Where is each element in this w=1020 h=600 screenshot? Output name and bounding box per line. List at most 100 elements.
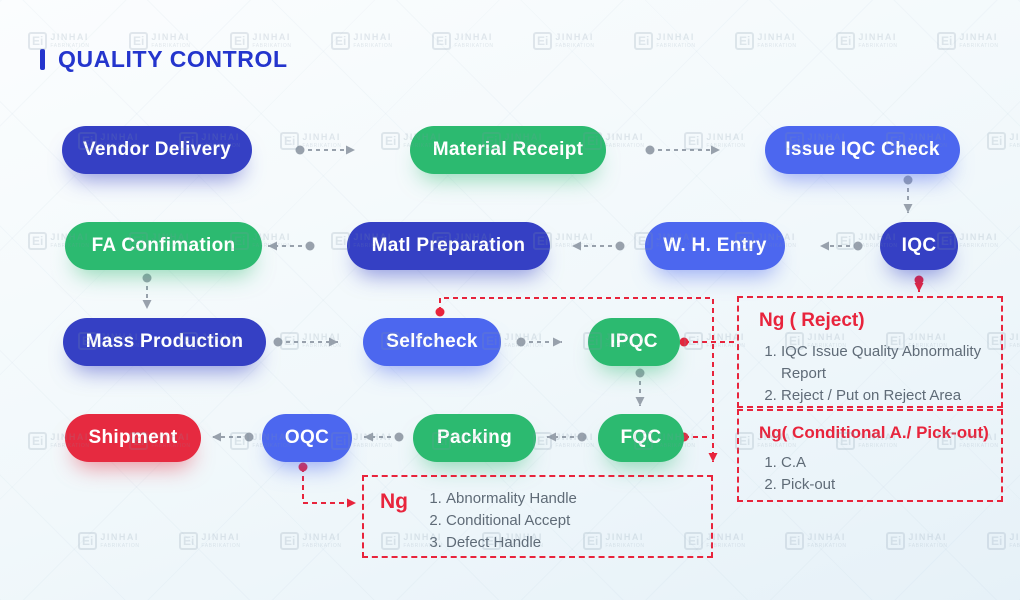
watermark-line2: FABRIKATION xyxy=(353,442,393,449)
node-iqc: IQC xyxy=(880,222,958,270)
watermark-line1: JINHAI xyxy=(302,531,341,542)
watermark-line1: JINHAI xyxy=(1009,131,1020,142)
connector-massprod-to-selfcheck xyxy=(273,337,338,347)
watermark-logo: Ei xyxy=(230,432,250,451)
watermark-line2: FABRIKATION xyxy=(858,42,898,49)
watermark-line1: JINHAI xyxy=(50,31,89,42)
ng-box-title: Ng ( Reject) xyxy=(759,310,865,331)
connector-material-to-issueiqc xyxy=(645,145,720,155)
watermark-logo: Ei xyxy=(836,232,856,251)
watermark-line1: JINHAI xyxy=(100,531,139,542)
watermark-line1: JINHAI xyxy=(201,531,240,542)
watermark-line1: JINHAI xyxy=(908,531,947,542)
watermark-logo: Ei xyxy=(280,332,300,351)
connector-matlprep-to-faconf xyxy=(268,241,315,251)
watermark-line2: FABRIKATION xyxy=(757,42,797,49)
ng-box-ng-conditional: Ng( Conditional A./ Pick-out) C.APick-out xyxy=(737,409,1003,502)
watermark-line2: FABRIKATION xyxy=(807,542,847,549)
connector-faconf-to-massprod xyxy=(142,273,152,309)
watermark-line2: FABRIKATION xyxy=(504,342,544,349)
ng-box-item: Pick-out xyxy=(781,474,989,496)
ng-box-ng-handle: NgAbnormality HandleConditional AcceptDe… xyxy=(362,475,713,558)
watermark-logo: Ei xyxy=(28,432,48,451)
watermark-logo: Ei xyxy=(684,332,704,351)
watermark-logo: Ei xyxy=(785,532,805,551)
watermark-logo: Ei xyxy=(987,532,1007,551)
ng-box-item: IQC Issue Quality Abnormality Report xyxy=(781,341,989,385)
ng-box-ng-reject: Ng ( Reject) IQC Issue Quality Abnormalit… xyxy=(737,296,1003,408)
watermark-logo: Ei xyxy=(280,532,300,551)
watermark-line2: FABRIKATION xyxy=(302,342,342,349)
watermark-logo: Ei xyxy=(634,32,654,51)
watermark-line1: JINHAI xyxy=(605,131,644,142)
watermark-line2: FABRIKATION xyxy=(706,142,746,149)
connector-whentry-to-matlprep xyxy=(572,241,625,251)
ng-box-items: Abnormality HandleConditional AcceptDefe… xyxy=(424,488,577,553)
watermark-line1: JINHAI xyxy=(302,331,341,342)
watermark-line1: JINHAI xyxy=(807,531,846,542)
node-fqc: FQC xyxy=(598,414,684,462)
watermark-line2: FABRIKATION xyxy=(1009,342,1020,349)
watermark-line2: FABRIKATION xyxy=(555,42,595,49)
node-oqc: OQC xyxy=(262,414,352,462)
watermark-line1: JINHAI xyxy=(959,31,998,42)
watermark-line2: FABRIKATION xyxy=(555,442,595,449)
connector-iqc-to-ng-reject xyxy=(914,275,924,292)
watermark-line1: JINHAI xyxy=(1009,531,1020,542)
watermark-line1: JINHAI xyxy=(959,231,998,242)
ng-box-items: IQC Issue Quality Abnormality ReportReje… xyxy=(759,341,989,406)
watermark-logo: Ei xyxy=(432,32,452,51)
title-accent-bar xyxy=(40,49,45,70)
watermark-line2: FABRIKATION xyxy=(959,42,999,49)
watermark-logo: Ei xyxy=(987,132,1007,151)
watermark-logo: Ei xyxy=(78,532,98,551)
connector-selfcheck-to-ipqc xyxy=(516,337,562,347)
connector-ipqc-to-ng-reject xyxy=(679,337,735,347)
watermark-logo: Ei xyxy=(836,32,856,51)
watermark-line1: JINHAI xyxy=(353,31,392,42)
node-matl-preparation: Matl Preparation xyxy=(347,222,550,270)
page-title: QUALITY CONTROL xyxy=(58,46,288,72)
watermark-line1: JINHAI xyxy=(504,331,543,342)
watermark-line1: JINHAI xyxy=(555,231,594,242)
connector-ipqc-to-fqc xyxy=(635,368,645,406)
watermark-line2: FABRIKATION xyxy=(959,242,999,249)
watermark-line2: FABRIKATION xyxy=(302,142,342,149)
ng-box-title: Ng( Conditional A./ Pick-out) xyxy=(759,423,989,442)
watermark-line2: FABRIKATION xyxy=(656,42,696,49)
ng-box-item: Defect Handle xyxy=(446,532,577,554)
ng-box-item: Conditional Accept xyxy=(446,510,577,532)
watermark-logo: Ei xyxy=(179,532,199,551)
watermark-line2: FABRIKATION xyxy=(1009,142,1020,149)
watermark-logo: Ei xyxy=(886,532,906,551)
watermark-line1: JINHAI xyxy=(555,431,594,442)
watermark-line1: JINHAI xyxy=(706,131,745,142)
watermark-line2: FABRIKATION xyxy=(555,242,595,249)
watermark-logo: Ei xyxy=(280,132,300,151)
connector-packing-to-oqc xyxy=(364,432,404,442)
connector-oqc-to-shipment xyxy=(212,432,254,442)
node-selfcheck: Selfcheck xyxy=(363,318,501,366)
connector-fqc-to-packing xyxy=(547,432,587,442)
watermark-line1: JINHAI xyxy=(656,31,695,42)
node-mass-production: Mass Production xyxy=(63,318,266,366)
watermark-line2: FABRIKATION xyxy=(302,542,342,549)
node-shipment: Shipment xyxy=(65,414,201,462)
ng-box-item: Abnormality Handle xyxy=(446,488,577,510)
watermark-line2: FABRIKATION xyxy=(454,42,494,49)
page-header: QUALITY CONTROL xyxy=(40,46,288,73)
node-wh-entry: W. H. Entry xyxy=(645,222,785,270)
watermark-line1: JINHAI xyxy=(858,31,897,42)
ng-box-items: C.APick-out xyxy=(759,452,989,496)
